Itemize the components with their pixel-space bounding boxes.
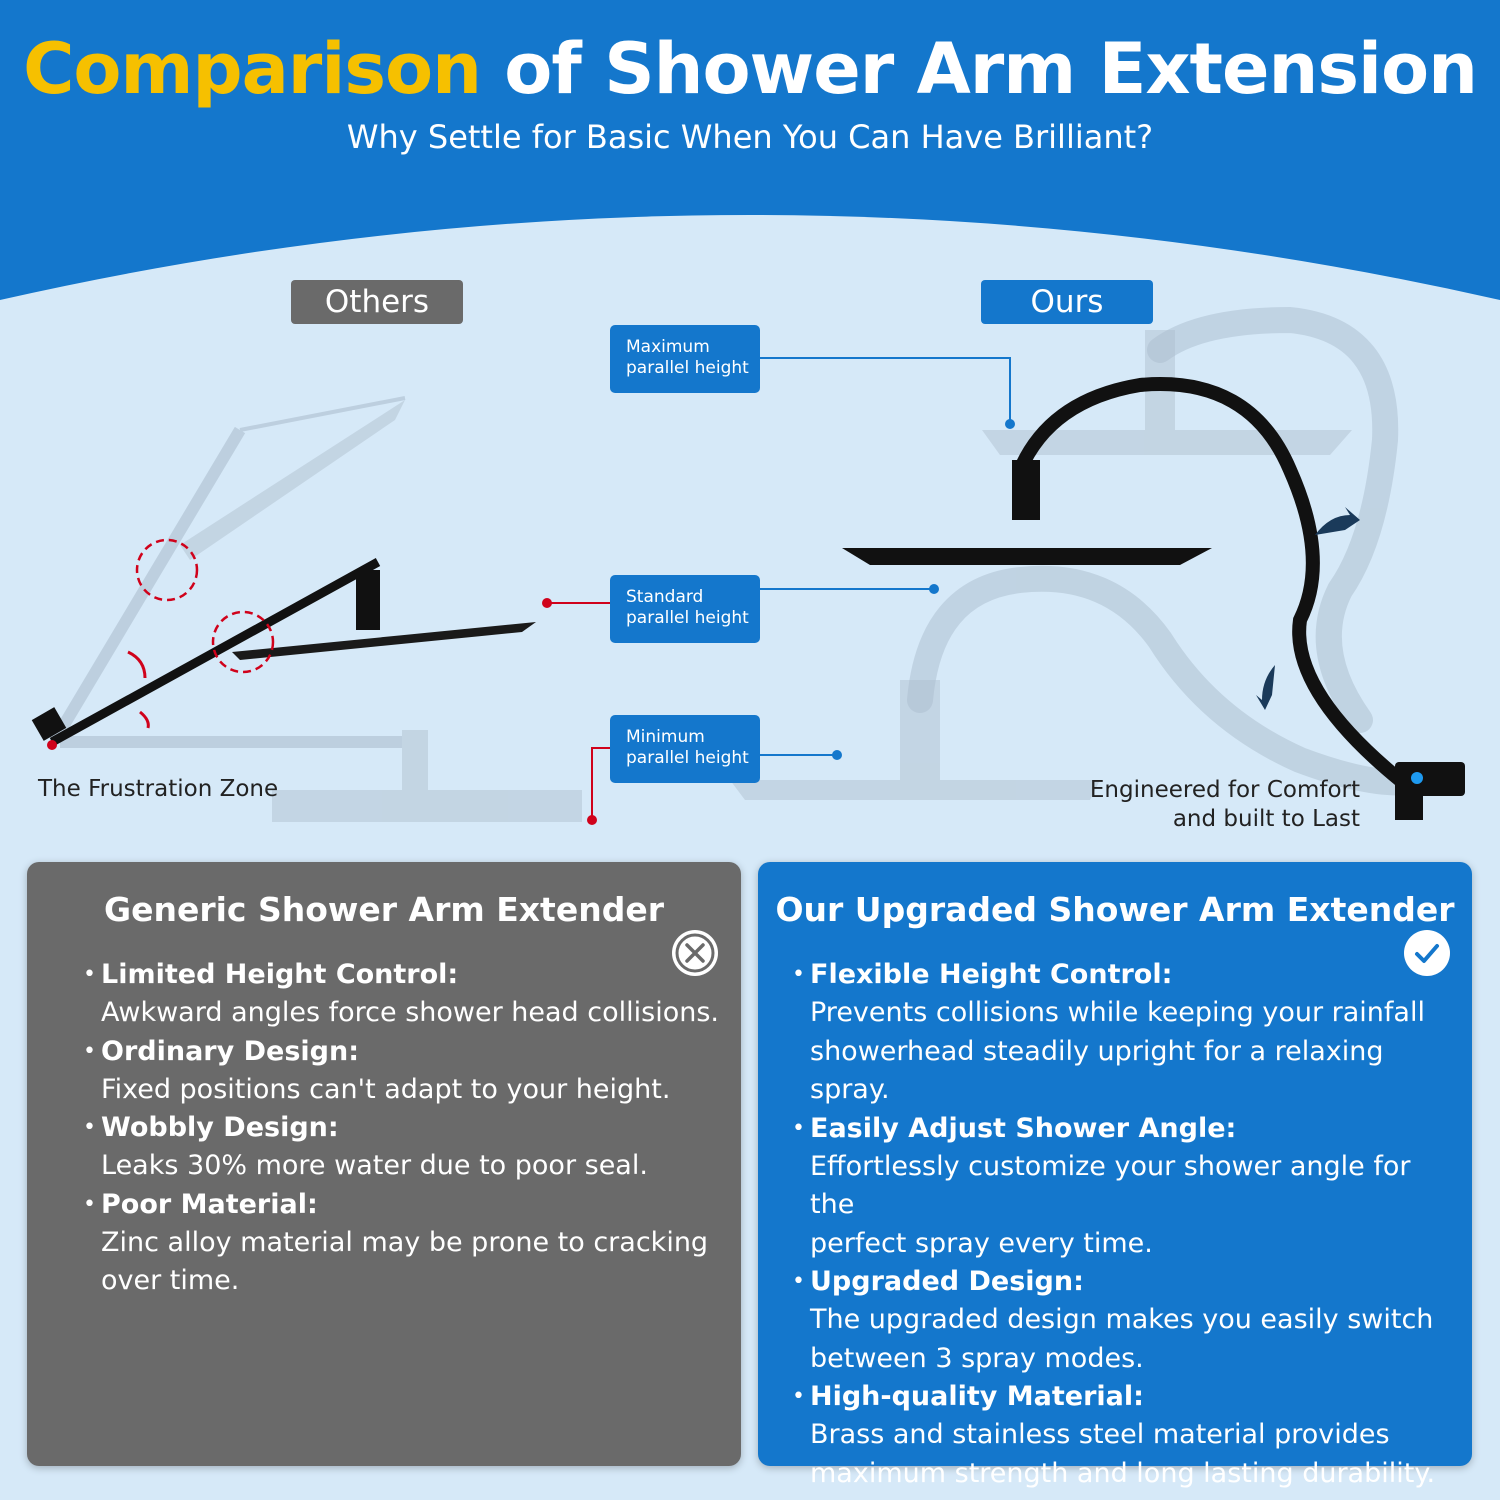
- item-description: The upgraded design makes you easily swi…: [810, 1304, 1434, 1335]
- item-heading: Poor Material:: [101, 1188, 318, 1220]
- generic-card-title: Generic Shower Arm Extender: [104, 890, 664, 929]
- page-subtitle: Why Settle for Basic When You Can Have B…: [346, 118, 1154, 156]
- item-description: Awkward angles force shower head collisi…: [101, 997, 719, 1028]
- comparison-illustration: [31, 306, 1465, 825]
- item-description: Leaks 30% more water due to poor seal.: [101, 1150, 648, 1181]
- standard-height-line1: Standard: [626, 587, 704, 607]
- frustration-zone-caption: The Frustration Zone: [38, 776, 279, 802]
- item-description: Prevents collisions while keeping your r…: [810, 997, 1425, 1028]
- ours-arm: [842, 377, 1465, 820]
- generic-feature-list: • Limited Height Control: Awkward angles…: [81, 956, 731, 1301]
- minimum-height-line2: parallel height: [626, 748, 749, 768]
- item-heading: Limited Height Control:: [101, 959, 459, 990]
- ours-card: Our Upgraded Shower Arm Extender • Flexi…: [758, 862, 1472, 1489]
- item-description: maximum strength and long lasting durabi…: [810, 1457, 1436, 1489]
- others-problem-markers: [135, 538, 275, 674]
- ours-ghost-heads: [730, 330, 1352, 800]
- title-rest: of Shower Arm Extension: [504, 28, 1478, 110]
- list-item: • Easily Adjust Shower Angle: Effortless…: [790, 1110, 1462, 1264]
- comfort-caption-line1: Engineered for Comfort: [1089, 777, 1360, 803]
- maximum-height-tag: Maximum parallel height: [610, 325, 760, 393]
- list-item: • High-quality Material: Brass and stain…: [790, 1378, 1462, 1493]
- x-circle-icon: [672, 930, 718, 976]
- item-description: Effortlessly customize your shower angle…: [810, 1150, 1411, 1221]
- list-item: • Flexible Height Control: Prevents coll…: [790, 956, 1462, 1110]
- item-description: between 3 spray modes.: [810, 1342, 1144, 1374]
- item-heading: Easily Adjust Shower Angle:: [810, 1112, 1237, 1144]
- minimum-height-tag: Minimum parallel height: [610, 715, 760, 783]
- item-heading: Ordinary Design:: [101, 1035, 360, 1067]
- header-band: [0, 0, 1500, 300]
- height-connectors: [542, 357, 1015, 825]
- item-description: Zinc alloy material may be prone to crac…: [101, 1226, 709, 1258]
- list-item: • Wobbly Design: Leaks 30% more water du…: [81, 1109, 731, 1186]
- maximum-height-line1: Maximum: [626, 337, 710, 357]
- comfort-caption-line2: and built to Last: [1172, 806, 1360, 832]
- list-item: • Limited Height Control: Awkward angles…: [81, 956, 731, 1033]
- item-description: Fixed positions can't adapt to your heig…: [101, 1073, 671, 1105]
- list-item: • Poor Material: Zinc alloy material may…: [81, 1186, 731, 1301]
- others-rotate-arrows: [127, 650, 150, 729]
- item-heading: Wobbly Design:: [101, 1112, 339, 1143]
- ours-rotate-arrows: [1256, 507, 1360, 710]
- item-description: perfect spray every time.: [810, 1227, 1153, 1259]
- ours-label: Ours: [981, 280, 1153, 324]
- comfort-caption: Engineered for Comfort and built to Last: [1090, 776, 1360, 834]
- minimum-height-line1: Minimum: [626, 727, 705, 747]
- list-item: • Upgraded Design: The upgraded design m…: [790, 1263, 1462, 1378]
- ours-feature-list: • Flexible Height Control: Prevents coll…: [790, 956, 1462, 1493]
- ours-ghost-positions: [907, 306, 1433, 796]
- others-label: Others: [291, 280, 463, 324]
- ours-card-title: Our Upgraded Shower Arm Extender: [775, 890, 1455, 929]
- standard-height-line2: parallel height: [626, 608, 749, 628]
- header-curve: [0, 215, 1500, 300]
- maximum-height-line2: parallel height: [626, 358, 749, 378]
- item-heading: Flexible Height Control:: [810, 959, 1173, 990]
- title-accent: Comparison: [23, 28, 482, 110]
- others-ghost-positions: [49, 396, 582, 822]
- list-item: • Ordinary Design: Fixed positions can't…: [81, 1033, 731, 1110]
- item-description: showerhead steadily upright for a relaxi…: [810, 1035, 1384, 1106]
- check-circle-icon: [1404, 930, 1450, 976]
- item-heading: High-quality Material:: [810, 1381, 1144, 1412]
- item-description: over time.: [101, 1265, 240, 1296]
- standard-height-tag: Standard parallel height: [610, 575, 760, 643]
- generic-card: Generic Shower Arm Extender • Limited He…: [27, 862, 741, 1466]
- item-description: Brass and stainless steel material provi…: [810, 1419, 1390, 1450]
- page-title: Comparison of Shower Arm Extension: [0, 28, 1500, 110]
- item-heading: Upgraded Design:: [810, 1266, 1084, 1297]
